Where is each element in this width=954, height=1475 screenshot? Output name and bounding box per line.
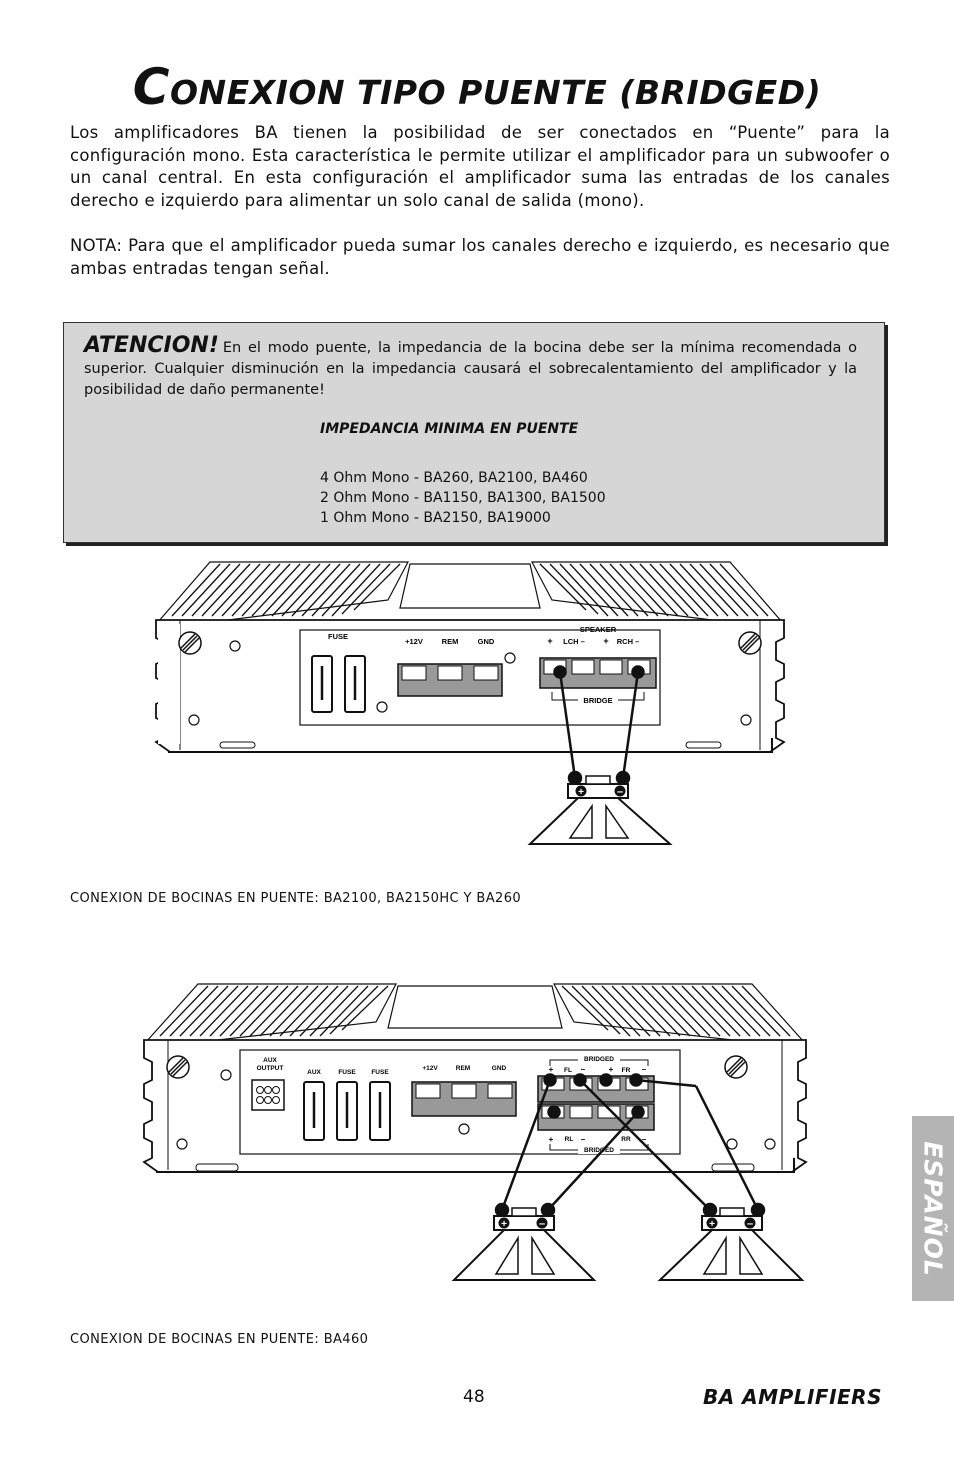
screw-icon <box>166 1055 190 1079</box>
power-terminal-block <box>397 663 503 697</box>
bolt-icon <box>188 714 200 726</box>
bridged-top-label: BRIDGED <box>584 1056 614 1063</box>
page-title: CONEXION TIPO PUENTE (BRIDGED) <box>0 58 954 116</box>
impedance-item: 4 Ohm Mono - BA260, BA2100, BA460 <box>320 470 588 486</box>
title-initial: C <box>132 58 170 116</box>
speaker-label: SPEAKER <box>580 625 617 634</box>
fuse-icon <box>369 1081 391 1141</box>
amp-base <box>168 738 773 753</box>
impedance-item: 2 Ohm Mono - BA1150, BA1300, BA1500 <box>320 490 606 506</box>
bolt-icon <box>229 640 241 652</box>
bridge-wire <box>494 1073 766 1218</box>
warning-text: En el modo puente, la impedancia de la b… <box>84 340 857 398</box>
bolt-icon <box>176 1138 188 1150</box>
speaker-icon: + – <box>451 1207 597 1281</box>
fuse-icon <box>344 655 366 713</box>
heatsink-fins <box>156 561 784 623</box>
fuse-icon <box>311 655 333 713</box>
warning-text-block: ATENCION!En el modo puente, la impedanci… <box>84 335 857 401</box>
side-panel-left <box>158 624 180 744</box>
svg-text:+: + <box>501 1219 507 1230</box>
screw-icon <box>738 631 762 655</box>
aux-output-connector <box>251 1079 285 1111</box>
brand-name: BA AMPLIFIERS <box>703 1385 882 1409</box>
screw-icon <box>724 1055 748 1079</box>
foot-slot <box>711 1163 755 1172</box>
screw-icon <box>178 631 202 655</box>
svg-text:+: + <box>709 1219 715 1230</box>
fl-minus-label: – <box>581 1065 586 1074</box>
aux-output-label: AUX <box>263 1057 277 1064</box>
fuse-label: FUSE <box>328 632 348 641</box>
diagram1-caption: CONEXION DE BOCINAS EN PUENTE: BA2100, B… <box>70 891 522 906</box>
bolt-icon <box>376 701 388 713</box>
rem-label: REM <box>456 1065 470 1072</box>
rl-minus-label: – <box>581 1135 586 1144</box>
language-tab: ESPAÑOL <box>912 1116 954 1301</box>
diagram2-caption: CONEXION DE BOCINAS EN PUENTE: BA460 <box>70 1332 369 1347</box>
warning-label: ATENCION! <box>84 333 219 358</box>
gnd-label: GND <box>492 1065 507 1072</box>
language-tab-label: ESPAÑOL <box>918 1140 948 1277</box>
rch-label: RCH – <box>617 637 640 646</box>
power-terminal-block <box>411 1081 517 1117</box>
bolt-icon <box>458 1123 470 1135</box>
aux-label: AUX <box>307 1069 321 1076</box>
bolt-icon <box>220 1069 232 1081</box>
svg-text:–: – <box>747 1218 753 1230</box>
fr-minus-label: – <box>642 1065 647 1074</box>
fl-plus-label: + <box>549 1065 554 1074</box>
impedance-heading: IMPEDANCIA MINIMA EN PUENTE <box>320 421 579 437</box>
amp-base <box>156 1158 795 1173</box>
rr-minus-label: – <box>642 1135 647 1144</box>
fr-label: FR <box>622 1067 631 1074</box>
impedance-item: 1 Ohm Mono - BA2150, BA19000 <box>320 510 551 526</box>
note-paragraph: NOTA: Para que el amplificador pueda sum… <box>70 236 890 278</box>
fl-label: FL <box>564 1067 572 1074</box>
fr-plus-label: + <box>609 1065 614 1074</box>
svg-text:–: – <box>539 1218 545 1230</box>
svg-text:–: – <box>617 786 623 798</box>
bridge-diagram-4ch: AUX OUTPUT AUX FUSE FUSE +12V REM GND BR… <box>142 983 808 1281</box>
foot-slot <box>685 741 722 749</box>
power-12v-label: +12V <box>422 1065 438 1072</box>
rl-label: RL <box>565 1136 574 1143</box>
bolt-icon <box>726 1138 738 1150</box>
lch-label: LCH – <box>563 637 585 646</box>
bridged-bottom-label: BRIDGED <box>584 1147 614 1154</box>
front-panel <box>239 1049 681 1155</box>
fuse-icon <box>303 1081 325 1141</box>
title-rest: ONEXION TIPO PUENTE (BRIDGED) <box>169 73 822 112</box>
bolt-icon <box>504 652 516 664</box>
speaker-icon: + – <box>657 1207 805 1281</box>
svg-text:+: + <box>578 787 584 798</box>
aux-output-label: OUTPUT <box>257 1065 284 1072</box>
fuse-icon <box>336 1081 358 1141</box>
foot-slot <box>195 1163 239 1172</box>
intro-paragraph: Los amplificadores BA tienen la posibili… <box>70 123 890 210</box>
front-panel <box>299 629 661 726</box>
rr-label: RR <box>621 1136 631 1143</box>
foot-slot <box>219 741 256 749</box>
bridge-diagram-2ch: FUSE +12V REM GND SPEAKER + LCH – + RCH … <box>154 561 786 845</box>
bolt-icon <box>740 714 752 726</box>
bridge-label: BRIDGE <box>583 696 612 705</box>
power-12v-label: +12V <box>405 637 423 646</box>
rch-plus-label: + <box>603 636 608 646</box>
bolt-icon <box>764 1138 776 1150</box>
fuse-label: FUSE <box>371 1069 389 1076</box>
impedance-list: 4 Ohm Mono - BA260, BA2100, BA460 2 Ohm … <box>320 468 606 528</box>
rl-plus-label: + <box>549 1135 554 1144</box>
page-number: 48 <box>463 1387 485 1407</box>
speaker-icon: + – <box>527 775 673 845</box>
lch-plus-label: + <box>547 636 552 646</box>
warning-box: ATENCION!En el modo puente, la impedanci… <box>63 322 885 543</box>
rem-label: REM <box>442 637 459 646</box>
heatsink-fins <box>144 983 806 1043</box>
fuse-label: FUSE <box>338 1069 356 1076</box>
gnd-label: GND <box>478 637 495 646</box>
